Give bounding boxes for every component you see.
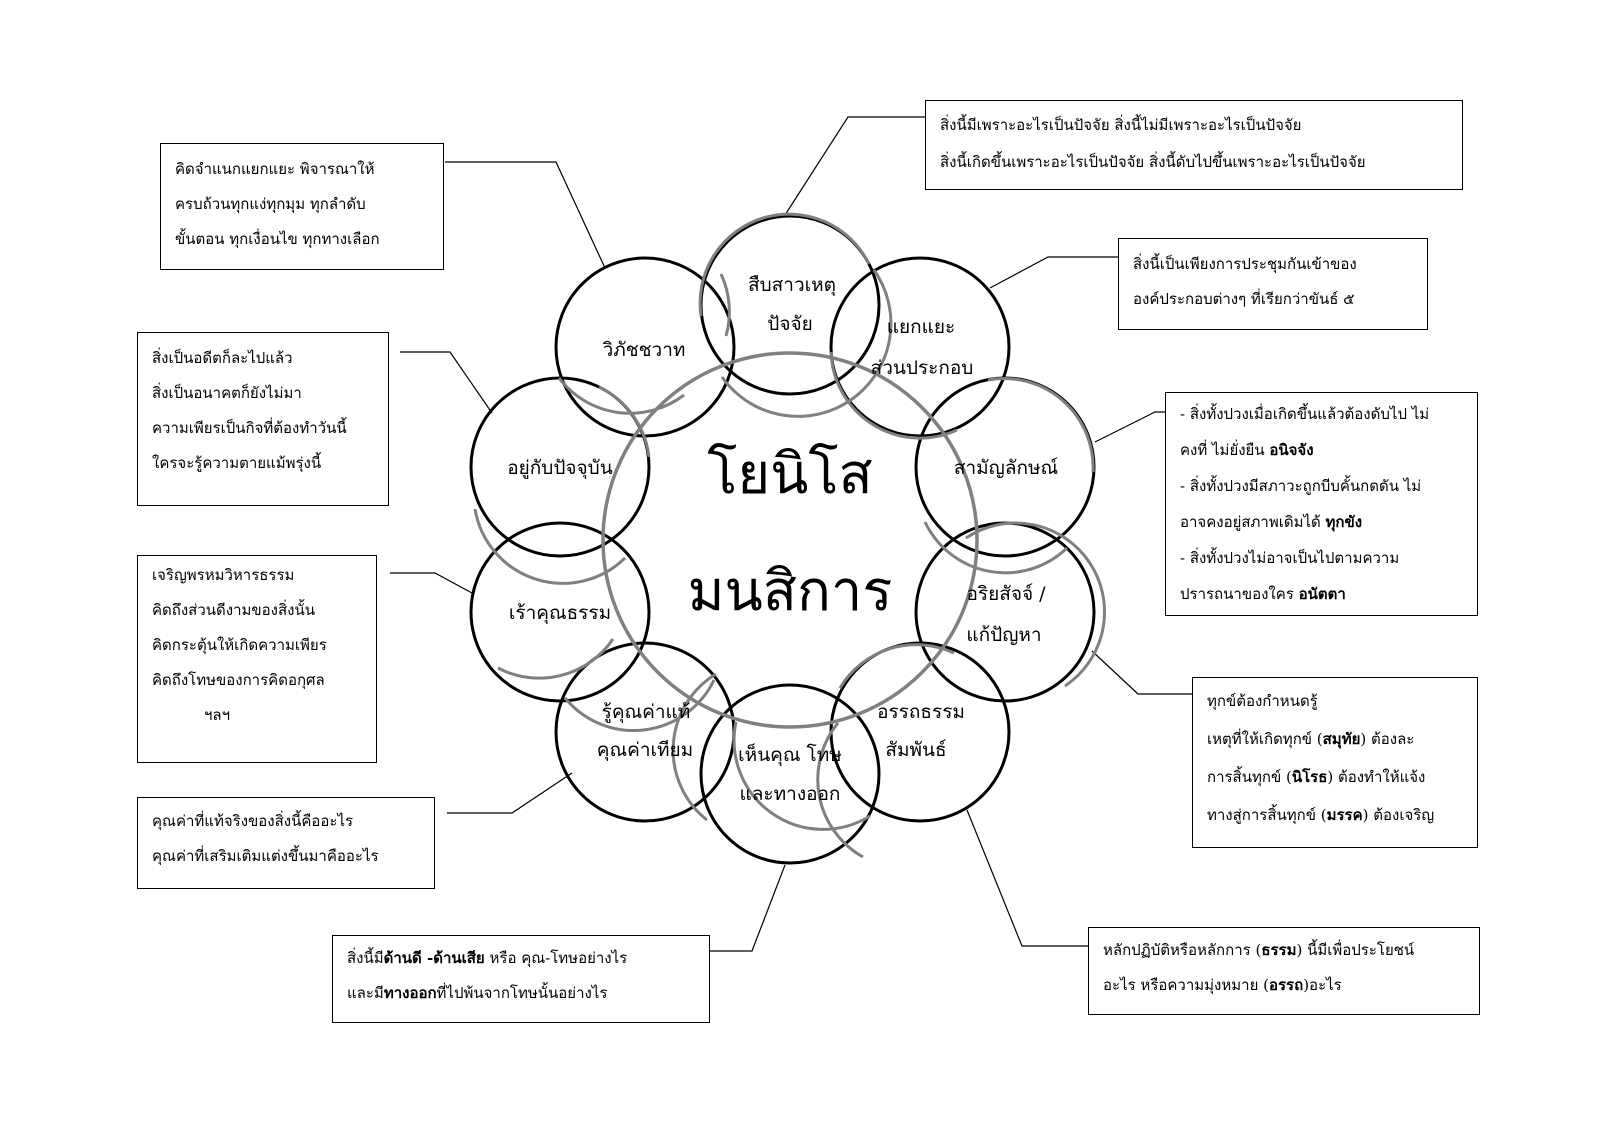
box-purpose-attha: อรรถ [1268, 976, 1304, 994]
box-char-dukkham: ทุกขัง [1325, 513, 1363, 531]
box-char-line4: อาจคงอยู่สภาพเดิมได้ [1180, 513, 1326, 531]
box-virtue-line3: คิดกระตุ้นให้เกิดความเพียร [152, 636, 327, 654]
box-pros-line1a: สิ่งนี้มี [347, 949, 384, 967]
box-present-line2: สิ่งเป็นอนาคตก็ยังไม่มา [152, 384, 302, 402]
circle-label-5a: อรรถธรรม [877, 701, 965, 723]
box-pros-pros-cons: ด้านดี -ด้านเสีย [383, 949, 485, 967]
box-value: คุณค่าที่แท้จริงของสิ่งนี้คืออะไร คุณค่า… [137, 797, 435, 889]
box-truths-line3c: ) ต้องทำให้แจ้ง [1327, 768, 1426, 786]
box-char-line3: - สิ่งทั้งปวงมีสภาวะถูกบีบคั้นกดดัน ไม่ [1180, 477, 1422, 495]
connector-purpose [966, 809, 1088, 947]
box-char-anatta: อนัตตา [1298, 585, 1346, 603]
box-truths-samudaya: สมุทัย [1322, 730, 1361, 748]
box-causes-line2: สิ่งนี้เกิดขึ้นเพราะอะไรเป็นปัจจัย สิ่งน… [940, 153, 1366, 171]
circle-ring-8 [469, 521, 651, 703]
box-value-line2: คุณค่าที่เสริมเติมแต่งขึ้นมาคืออะไร [152, 847, 379, 865]
box-purpose-line2a: อะไร หรือความมุ่งหมาย ( [1103, 976, 1269, 994]
box-purpose-line1a: หลักปฏิบัติหรือหลักการ ( [1103, 941, 1262, 959]
box-causes: สิ่งนี้มีเพราะอะไรเป็นปัจจัย สิ่งนี้ไม่ม… [925, 100, 1463, 190]
connector-khandha [989, 256, 1118, 289]
box-analysis: คิดจำแนกแยกแยะ พิจารณาให้ ครบถ้วนทุกแง่ท… [160, 143, 444, 270]
box-purpose: หลักปฏิบัติหรือหลักการ (ธรรม) นี้มีเพื่อ… [1088, 927, 1480, 1015]
box-truths-line4a: ทางสู่การสิ้นทุกข์ ( [1207, 806, 1327, 824]
circle-label-9: อยู่กับปัจจุบัน [507, 457, 612, 480]
box-present-line1: สิ่งเป็นอดีตก็ละไปแล้ว [152, 349, 293, 367]
connector-value [447, 772, 573, 814]
box-pros-line1c: หรือ คุณ-โทษอย่างไร [484, 949, 628, 967]
box-khandha-line1: สิ่งนี้เป็นเพียงการประชุมกันเข้าของ [1133, 255, 1357, 273]
connector-characteristics [1094, 411, 1165, 443]
box-truths-line3a: การสิ้นทุกข์ ( [1207, 768, 1292, 786]
box-purpose-line2c: )อะไร [1303, 976, 1342, 994]
circle-ring-1 [699, 214, 881, 396]
box-char-line1: - สิ่งทั้งปวงเมื่อเกิดขึ้นแล้วต้องดับไป … [1180, 405, 1430, 423]
circle-label-2b: ส่วนประกอบ [871, 357, 974, 379]
box-truths: ทุกข์ต้องกำหนดรู้ เหตุที่ให้เกิดทุกข์ (ส… [1192, 677, 1478, 848]
box-virtue: เจริญพรหมวิหารธรรม คิดถึงส่วนดีงามของสิ่… [137, 555, 377, 763]
circle-label-7a: รู้คุณค่าแท้ [602, 701, 691, 724]
connector-present [400, 351, 493, 414]
circle-label-1a: สืบสาวเหตุ [748, 274, 836, 297]
box-present-line4: ใครจะรู้ความตายแม้พรุ่งนี้ [152, 454, 322, 472]
connector-truths [1091, 650, 1192, 695]
box-khandha-line2: องค์ประกอบต่างๆ ที่เรียกว่าขันธ์ ๕ [1133, 290, 1355, 308]
box-present-line3: ความเพียรเป็นกิจที่ต้องทำวันนี้ [152, 419, 347, 437]
circle-label-1b: ปัจจัย [767, 313, 812, 335]
box-purpose-dhamma: ธรรม [1261, 941, 1297, 959]
box-pros-way-out: ทางออก [383, 984, 437, 1002]
box-truths-line2c: ) ต้องละ [1360, 730, 1415, 748]
box-analysis-line1: คิดจำแนกแยกแยะ พิจารณาให้ [175, 160, 375, 178]
box-khandha: สิ่งนี้เป็นเพียงการประชุมกันเข้าของ องค์… [1118, 238, 1428, 330]
box-virtue-line2: คิดถึงส่วนดีงามของสิ่งนั้น [152, 601, 315, 619]
box-truths-line2a: เหตุที่ให้เกิดทุกข์ ( [1207, 730, 1323, 748]
connector-pros-cons [710, 864, 786, 952]
circle-ring-7 [554, 641, 736, 823]
connector-analysis [445, 161, 606, 269]
box-truths-line1: ทุกข์ต้องกำหนดรู้ [1207, 692, 1318, 710]
box-pros-cons: สิ่งนี้มีด้านดี -ด้านเสีย หรือ คุณ-โทษอย… [332, 935, 710, 1023]
circle-label-3: สามัญลักษณ์ [954, 457, 1058, 479]
box-analysis-line3: ขั้นตอน ทุกเงื่อนไข ทุกทางเลือก [175, 230, 380, 248]
box-truths-line4c: ) ต้องเจริญ [1362, 806, 1435, 824]
box-virtue-line4: คิดถึงโทษของการคิดอกุศล [152, 671, 325, 689]
circle-label-8: เร้าคุณธรรม [509, 602, 611, 625]
center-title-line2: มนสิการ [688, 559, 893, 624]
circle-label-5b: สัมพันธ์ [885, 739, 946, 761]
box-purpose-line1c: ) นี้มีเพื่อประโยชน์ [1296, 941, 1415, 959]
box-char-line2: คงที่ ไม่ยั่งยืน [1180, 441, 1270, 459]
box-analysis-line2: ครบถ้วนทุกแง่ทุกมุม ทุกลำดับ [175, 195, 366, 213]
box-characteristics: - สิ่งทั้งปวงเมื่อเกิดขึ้นแล้วต้องดับไป … [1165, 392, 1478, 616]
box-present: สิ่งเป็นอดีตก็ละไปแล้ว สิ่งเป็นอนาคตก็ยั… [137, 332, 389, 506]
box-virtue-line5: ฯลฯ [204, 706, 231, 724]
circle-ring-6 [699, 683, 881, 865]
box-char-aniccam: อนิจจัง [1269, 441, 1314, 459]
circle-label-4a: อริยสัจจ์ / [966, 583, 1046, 605]
box-pros-line2a: และมี [347, 984, 384, 1002]
connector-virtue [390, 572, 473, 594]
box-char-line6: ปรารถนาของใคร [1180, 585, 1299, 603]
connector-top-causes [784, 116, 925, 216]
center-circle [601, 351, 979, 729]
circle-label-4b: แก้ปัญหา [966, 624, 1041, 646]
circle-label-7b: คุณค่าเทียม [597, 739, 693, 762]
box-virtue-line1: เจริญพรหมวิหารธรรม [152, 566, 295, 584]
box-pros-line2c: ที่ไปพ้นจากโทษนั้นอย่างไร [436, 984, 608, 1002]
circle-label-2a: แยกแยะ [887, 316, 955, 338]
circle-ring-5 [829, 641, 1011, 823]
circle-label-10: วิภัชชวาท [602, 339, 685, 361]
box-value-line1: คุณค่าที่แท้จริงของสิ่งนี้คืออะไร [152, 812, 354, 830]
connector-lines [390, 116, 1192, 952]
box-truths-magga: มรรค [1326, 806, 1363, 824]
box-truths-nirodha: นิโรธ [1291, 768, 1328, 786]
box-char-line5: - สิ่งทั้งปวงไม่อาจเป็นไปตามความ [1180, 549, 1400, 567]
overlap-arcs [473, 212, 1107, 859]
circle-label-6a: เห็นคุณ โทษ [738, 742, 842, 767]
circle-ring-2 [829, 256, 1011, 438]
center-title-line1: โยนิโส [707, 442, 872, 507]
circle-label-6b: และทางออก [740, 783, 841, 805]
box-causes-line1: สิ่งนี้มีเพราะอะไรเป็นปัจจัย สิ่งนี้ไม่ม… [940, 116, 1302, 134]
